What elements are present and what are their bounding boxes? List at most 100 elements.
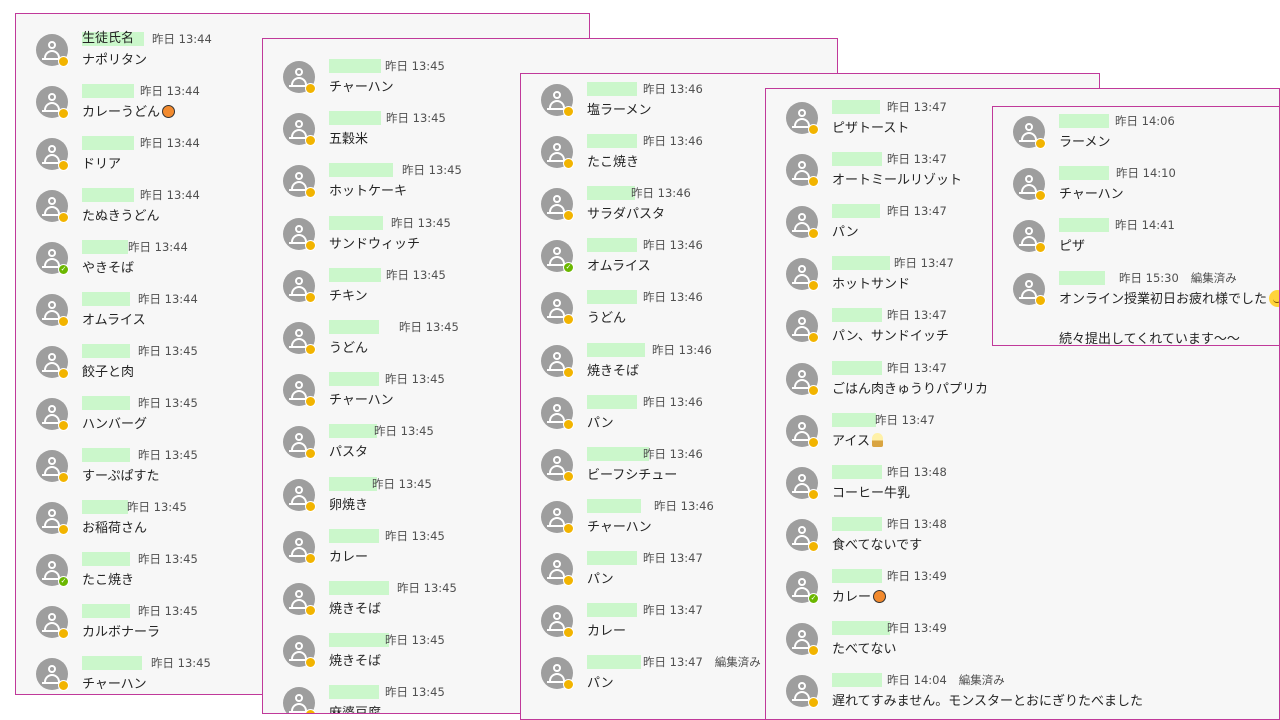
sender-name — [587, 82, 637, 96]
sender-name — [82, 448, 130, 462]
avatar-icon[interactable] — [283, 426, 315, 459]
avatar-icon[interactable] — [541, 344, 573, 377]
timestamp-text: 昨日 13:44 — [152, 32, 212, 46]
message-text: ビーフシチュー — [587, 464, 677, 483]
message-text: やきそば — [82, 257, 134, 276]
status-away-icon — [58, 472, 69, 483]
sender-name — [82, 552, 130, 566]
message-text: 卵焼き — [329, 494, 368, 513]
avatar-icon[interactable] — [1013, 220, 1045, 253]
avatar-icon[interactable] — [1013, 116, 1045, 148]
status-away-icon — [58, 56, 69, 67]
timestamp: 昨日 13:45 — [385, 684, 445, 700]
timestamp-text: 昨日 13:44 — [140, 188, 200, 202]
timestamp-text: 昨日 13:47 — [887, 100, 947, 114]
timestamp: 昨日 13:47 — [875, 412, 935, 428]
avatar-icon[interactable] — [786, 675, 818, 708]
sender-name — [832, 673, 882, 688]
avatar-icon[interactable] — [283, 687, 315, 713]
sender-name — [1059, 166, 1109, 181]
timestamp-text: 昨日 13:48 — [887, 516, 947, 531]
message-text-content: パン — [587, 676, 614, 692]
timestamp-text: 昨日 14:41 — [1115, 218, 1175, 233]
message-text: ごはん肉きゅうりパプリカ — [832, 378, 988, 397]
avatar-icon[interactable] — [36, 554, 68, 586]
message-text: サンドウィッチ — [329, 233, 420, 252]
avatar-icon[interactable] — [283, 583, 315, 615]
sender-name — [329, 267, 381, 282]
message-text: チャーハン — [587, 516, 652, 535]
status-away-icon — [305, 605, 316, 616]
message-text-content: チャーハン — [329, 393, 394, 409]
status-away-icon — [305, 83, 316, 94]
avatar-icon[interactable] — [786, 623, 818, 655]
sender-name — [329, 111, 381, 126]
timestamp-text: 昨日 13:44 — [140, 84, 200, 98]
avatar-icon[interactable] — [283, 269, 315, 302]
timestamp: 昨日 13:45 — [399, 319, 459, 335]
avatar-icon[interactable] — [786, 102, 818, 134]
avatar-icon[interactable] — [786, 310, 818, 343]
avatar-icon[interactable] — [36, 190, 68, 222]
avatar-icon[interactable] — [786, 206, 818, 239]
avatar-icon[interactable] — [36, 34, 68, 66]
avatar-icon[interactable] — [283, 322, 315, 354]
timestamp: 昨日 13:46 — [643, 394, 703, 410]
